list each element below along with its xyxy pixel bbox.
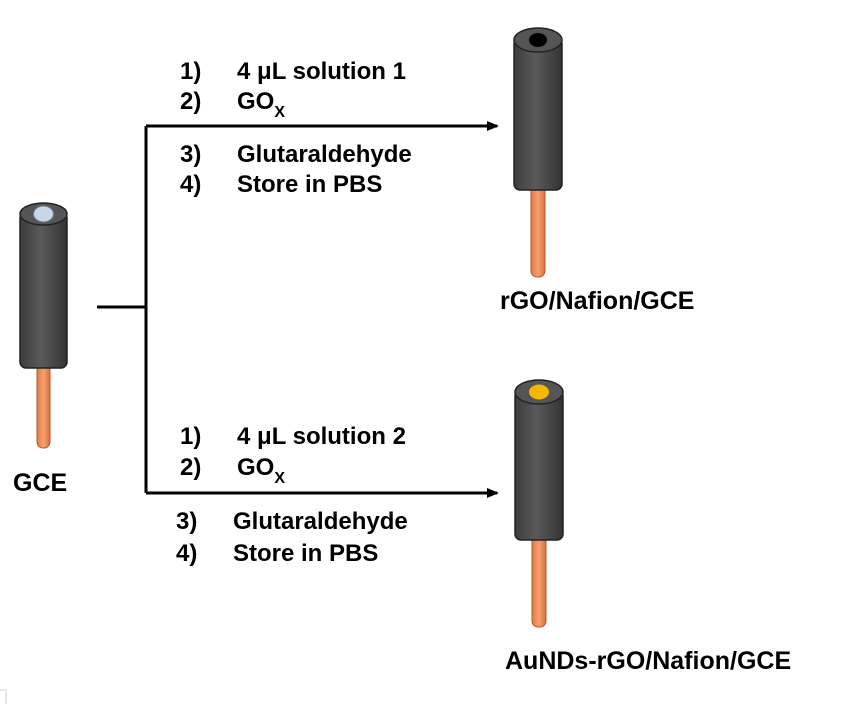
branch-connectors [97,121,499,498]
rgo-tip [529,33,547,47]
bottom-steps: 1) 4 μL solution 2 2) GOX 3) Glutaraldeh… [176,423,408,567]
aunds-tip [529,384,549,400]
gce-body [19,211,68,369]
bottom-step-3-text: Glutaraldehyde [233,508,408,535]
top-step-2-sub: X [274,104,285,121]
rgo-body [513,37,563,191]
bottom-step-2-text: GOX [237,454,285,487]
top-step-2-main: GO [237,88,274,115]
rgo-product-label: rGO/Nafion/GCE [500,287,694,315]
top-step-2-num: 2) [180,88,201,115]
rgo-electrode [513,27,563,278]
gce-label: GCE [13,469,67,497]
top-step-4-num: 4) [180,171,201,198]
aunds-body [514,389,564,541]
gce-wire [36,361,51,449]
top-step-3-text: Glutaraldehyde [237,141,412,168]
gce-tip [33,205,54,223]
bottom-step-3-num: 3) [176,508,197,535]
bottom-step-2-sub: X [274,470,285,487]
bottom-step-4-text: Store in PBS [233,540,378,567]
bottom-step-1-text: 4 μL solution 2 [237,423,406,450]
top-step-4-text: Store in PBS [237,171,382,198]
aunds-product-label: AuNDs-rGO/Nafion/GCE [505,647,791,675]
aunds-electrode [514,379,564,628]
bottom-step-1-num: 1) [180,423,201,450]
bottom-step-4-num: 4) [176,540,197,567]
top-steps: 1) 4 μL solution 1 2) GOX 3) Glutaraldeh… [180,58,412,198]
top-step-3-num: 3) [180,141,201,168]
top-step-1-num: 1) [180,58,201,85]
top-step-1-text: 4 μL solution 1 [237,58,406,85]
gce-electrode [19,202,68,449]
rgo-wire [530,184,546,278]
bottom-step-2-num: 2) [180,454,201,481]
bottom-step-2-main: GO [237,454,274,481]
top-step-2-text: GOX [237,88,285,121]
corner-mark [0,689,7,704]
aunds-wire [531,534,547,628]
